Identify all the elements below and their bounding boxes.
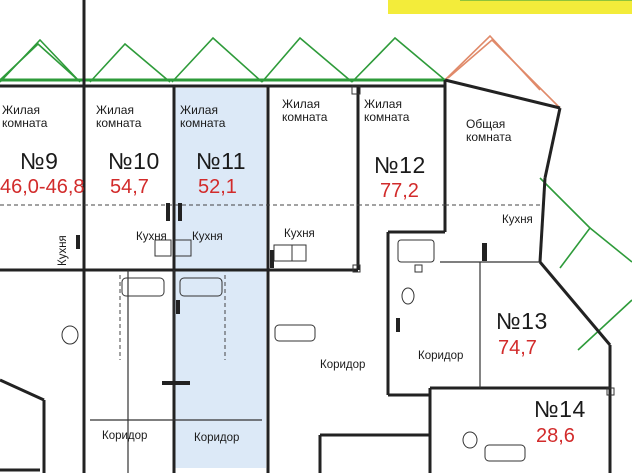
kitchen-label-9: Кухня — [57, 235, 69, 266]
room-label-12b: Жилая комната — [364, 97, 410, 124]
banner-strip — [388, 0, 632, 14]
apartment-9-area: 46,0-46,8 — [0, 176, 85, 198]
apartment-10-number: №10 — [108, 148, 160, 174]
corridor-label-10: Коридор — [102, 430, 148, 442]
kitchen-label-13: Кухня — [502, 214, 533, 226]
corridor-label-11: Коридор — [194, 432, 240, 444]
room-label-9: Жилая комната — [2, 103, 48, 130]
door-marks — [76, 203, 487, 385]
windows-top — [0, 36, 632, 351]
apartment-14-number: №14 — [534, 396, 586, 422]
apartment-14-area: 28,6 — [536, 425, 575, 447]
apartment-12-number: №12 — [374, 152, 426, 178]
kitchen-label-10: Кухня — [136, 231, 167, 243]
apartment-13-area: 74,7 — [498, 337, 537, 359]
windows-top-balcony — [444, 34, 561, 109]
zone-dashes — [0, 204, 540, 360]
apartment-10-area: 54,7 — [110, 176, 149, 198]
corridor-label-12: Коридор — [320, 359, 366, 371]
walls — [0, 0, 612, 473]
fixtures — [61, 85, 615, 462]
apartment-11-number: №11 — [196, 148, 247, 174]
kitchen-label-11: Кухня — [192, 231, 223, 243]
apartment-9-number: №9 — [20, 148, 59, 174]
room-label-13: Общая комната — [466, 117, 512, 144]
apartment-13-number: №13 — [496, 308, 548, 334]
room-label-12a: Жилая комната — [282, 97, 328, 124]
room-label-10: Жилая комната — [96, 103, 142, 130]
kitchen-label-12: Кухня — [284, 228, 315, 240]
thin-walls — [90, 261, 540, 473]
room-label-11: Жилая комната — [180, 103, 226, 130]
apartment-11-area: 52,1 — [198, 176, 237, 198]
apartment-12-area: 77,2 — [380, 180, 419, 202]
corridor-label-13: Коридор — [418, 350, 464, 362]
